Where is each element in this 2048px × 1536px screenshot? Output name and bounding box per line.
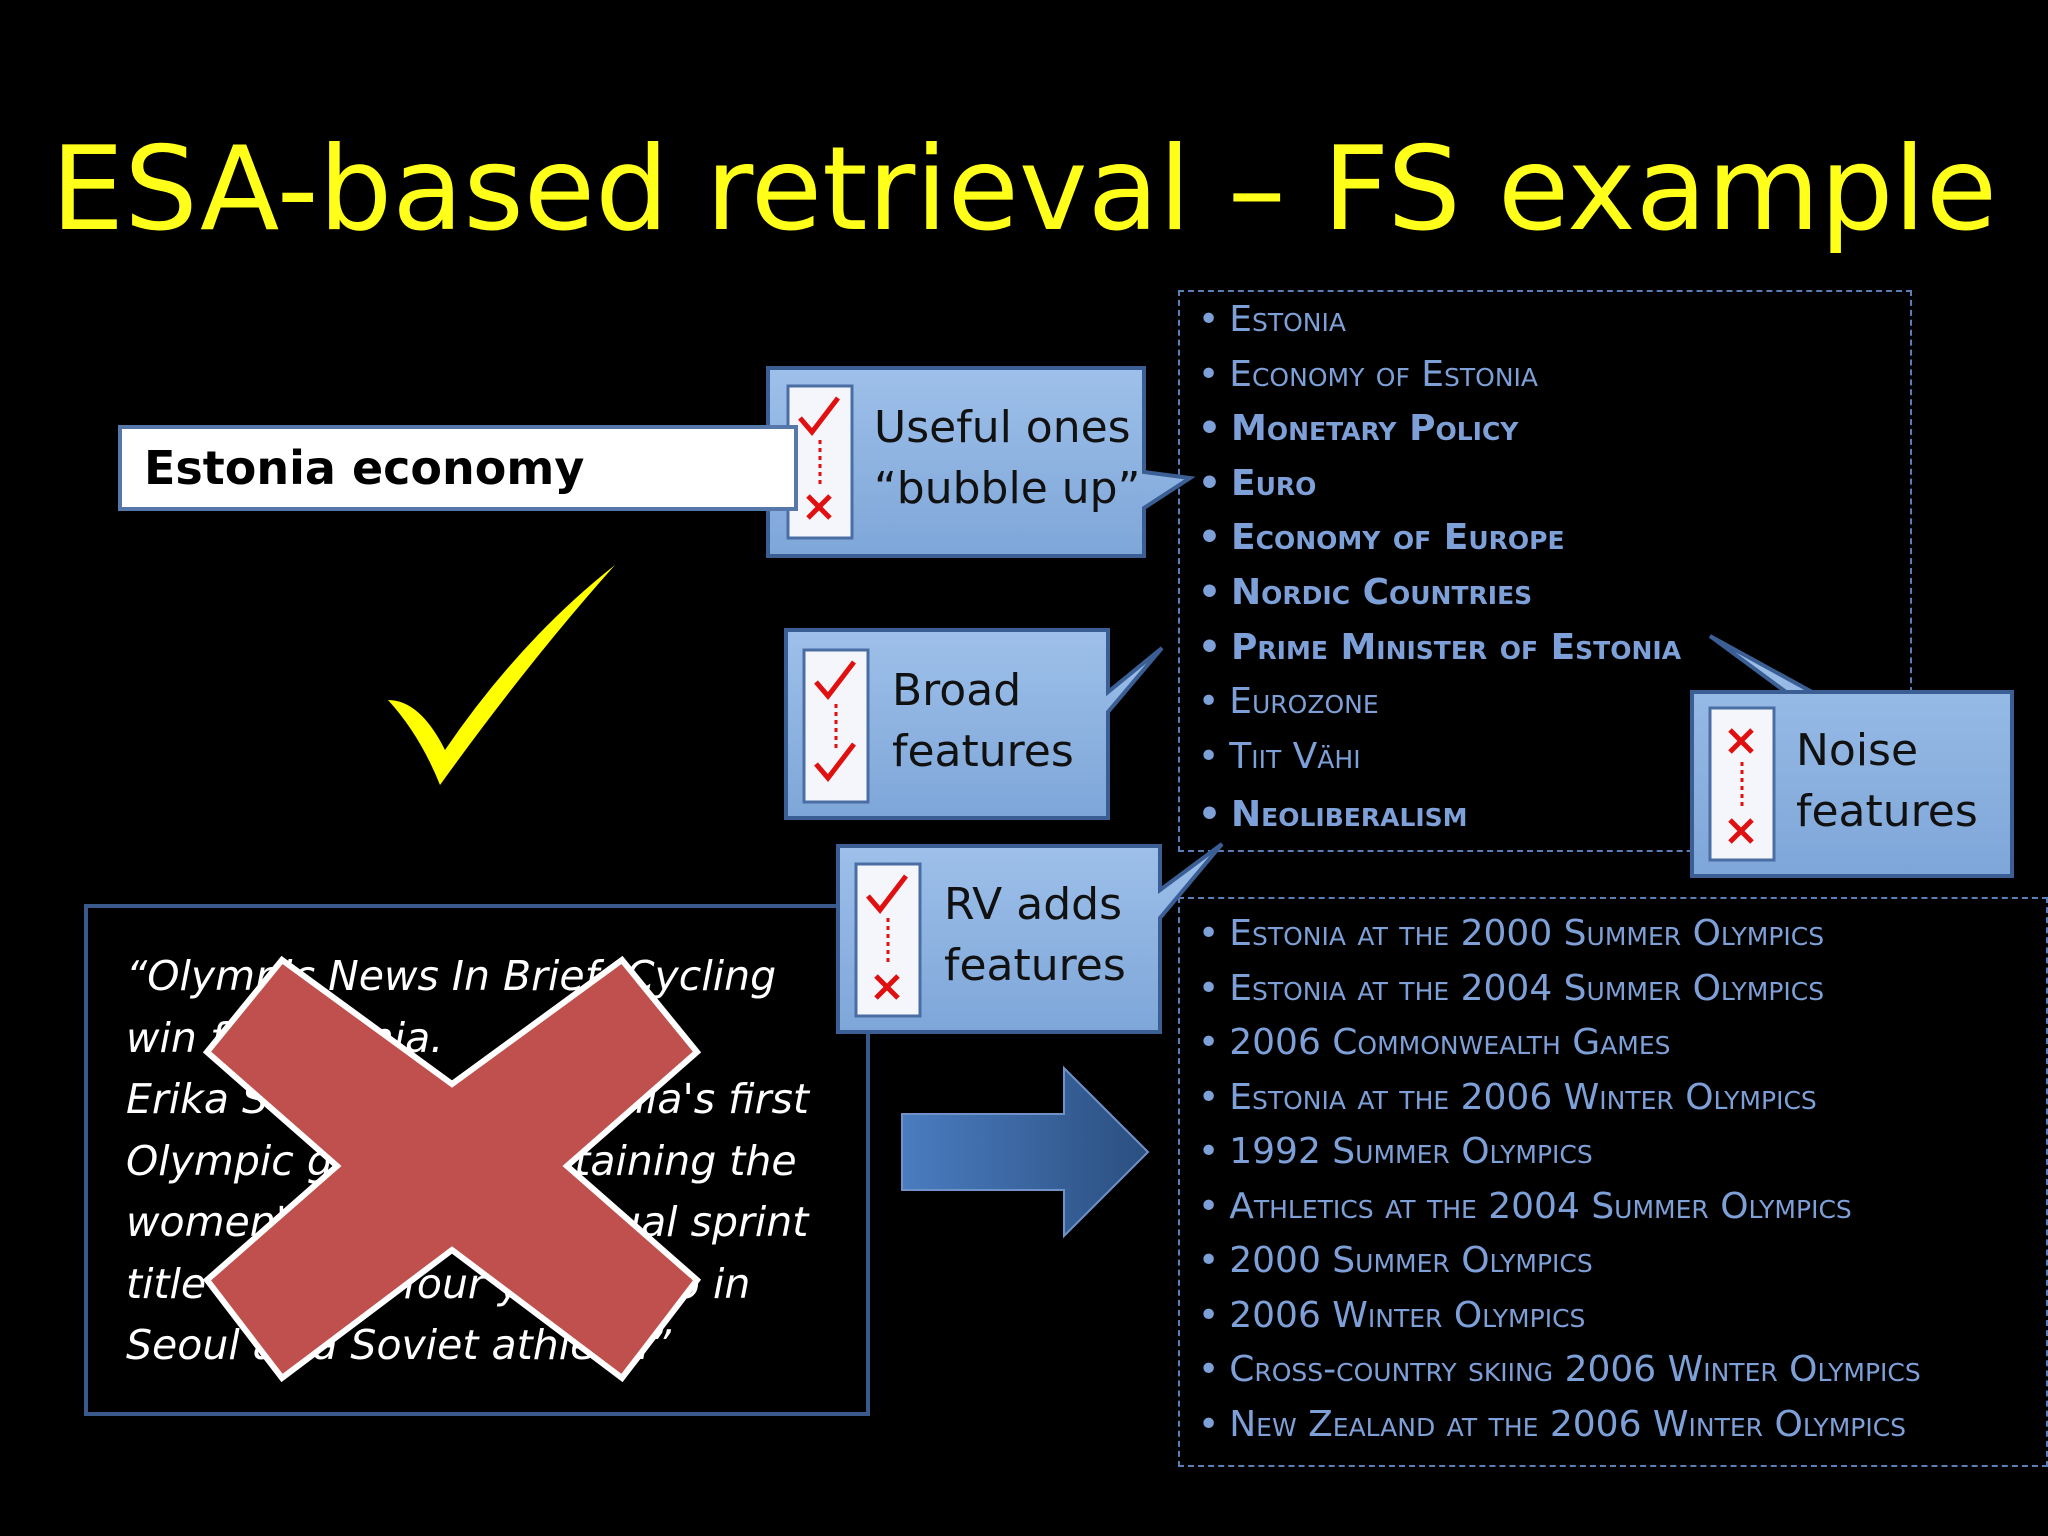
callout-rv-line1: RV adds [944,879,1122,930]
bullet-icon: • [1198,1131,1220,1172]
bullet-icon: • [1198,1076,1220,1118]
top-feature-item: •Economy of Estonia [1198,353,1538,397]
bottom-feature-label: Estonia at the 2004 Summer Olympics [1229,967,1825,1009]
bottom-feature-label: 2006 Commonwealth Games [1229,1022,1671,1063]
bullet-icon: • [1198,794,1222,836]
bullet-icon: • [1198,626,1222,668]
bullet-icon: • [1198,1240,1220,1281]
bullet-icon: • [1198,1403,1220,1445]
callout-rv-text: RV adds features [944,874,1126,996]
top-feature-item: •Tiit Vähi [1198,735,1361,779]
bottom-feature-list [1178,897,2048,1467]
bullet-icon: • [1198,1349,1220,1390]
x-x-icon [1708,706,1776,862]
checkmark-icon [388,565,615,785]
bottom-feature-item: •2000 Summer Olympics [1198,1239,1593,1283]
bullet-icon: • [1198,299,1220,340]
callout-rv-line2: features [944,940,1126,991]
bottom-feature-label: 2006 Winter Olympics [1229,1294,1586,1336]
bullet-icon: • [1198,517,1222,559]
big-x-icon [202,955,702,1383]
top-feature-item: •Economy of Europe [1198,516,1565,560]
bottom-feature-item: •2006 Winter Olympics [1198,1294,1585,1338]
callout-useful-line2: “bubble up” [874,463,1141,514]
top-feature-label: Monetary Policy [1231,408,1519,450]
callout-rv [836,842,1224,1034]
top-feature-item: •Estonia [1198,298,1346,342]
bottom-feature-label: 1992 Summer Olympics [1229,1131,1593,1172]
top-feature-list [1178,290,1912,852]
top-feature-item: •Monetary Policy [1198,407,1518,451]
bottom-feature-label: 2000 Summer Olympics [1229,1240,1593,1281]
top-feature-label: Euro [1231,462,1317,504]
callout-broad-text: Broad features [892,660,1074,782]
slide-title: ESA-based retrieval – FS example [50,122,1998,257]
callout-broad-line2: features [892,726,1074,777]
callout-noise-line1: Noise [1796,725,1919,776]
bottom-feature-item: •1992 Summer Olympics [1198,1130,1593,1174]
top-feature-item: •Prime Minister of Estonia [1198,626,1681,670]
top-feature-label: Tiit Vähi [1229,735,1361,777]
check-x-icon [854,862,922,1018]
check-x-icon [786,384,854,540]
bottom-feature-label: Estonia at the 2006 Winter Olympics [1229,1076,1817,1118]
bottom-feature-item: •Estonia at the 2000 Summer Olympics [1198,912,1824,956]
bullet-icon: • [1198,1185,1220,1227]
bullet-icon: • [1198,913,1220,954]
top-feature-label: Eurozone [1229,681,1379,723]
top-feature-item: •Eurozone [1198,680,1379,724]
bullet-icon: • [1198,408,1222,450]
bottom-feature-item: •Estonia at the 2004 Summer Olympics [1198,967,1824,1011]
top-feature-item: •Euro [1198,462,1316,506]
top-feature-label: Estonia [1229,299,1346,340]
callout-noise-text: Noise features [1796,720,1978,842]
bottom-feature-item: •Cross-country skiing 2006 Winter Olympi… [1198,1348,1921,1392]
bottom-feature-label: Estonia at the 2000 Summer Olympics [1229,913,1825,954]
bullet-icon: • [1198,462,1222,504]
callout-broad [784,628,1164,820]
top-feature-label: Nordic Countries [1231,572,1533,613]
bottom-feature-label: Athletics at the 2004 Summer Olympics [1229,1185,1852,1227]
top-feature-label: Neoliberalism [1231,794,1468,836]
check-check-icon [802,648,870,804]
top-feature-label: Prime Minister of Estonia [1231,626,1682,668]
bottom-feature-item: •New Zealand at the 2006 Winter Olympics [1198,1403,1906,1447]
arrow-right-icon [901,1065,1150,1239]
bottom-feature-item: •2006 Commonwealth Games [1198,1021,1670,1065]
bottom-feature-item: •Estonia at the 2006 Winter Olympics [1198,1076,1817,1120]
bullet-icon: • [1198,1294,1220,1336]
bullet-icon: • [1198,1022,1220,1063]
top-feature-item: •Nordic Countries [1198,571,1532,615]
bullet-icon: • [1198,735,1220,777]
bottom-feature-item: •Athletics at the 2004 Summer Olympics [1198,1185,1852,1229]
query-box: Estonia economy [118,425,798,511]
callout-broad-line1: Broad [892,665,1022,716]
top-feature-label: Economy of Europe [1231,517,1565,559]
bullet-icon: • [1198,572,1222,613]
callout-useful-text: Useful ones “bubble up” [874,397,1140,519]
top-feature-item: •Neoliberalism [1198,793,1468,837]
callout-useful [766,366,1196,558]
top-feature-label: Economy of Estonia [1229,353,1539,395]
bottom-feature-label: New Zealand at the 2006 Winter Olympics [1229,1403,1907,1445]
bottom-feature-label: Cross-country skiing 2006 Winter Olympic… [1229,1349,1921,1390]
bullet-icon: • [1198,353,1220,395]
bullet-icon: • [1198,967,1220,1009]
callout-noise-line2: features [1796,786,1978,837]
callout-useful-line1: Useful ones [874,402,1131,453]
bullet-icon: • [1198,681,1220,723]
